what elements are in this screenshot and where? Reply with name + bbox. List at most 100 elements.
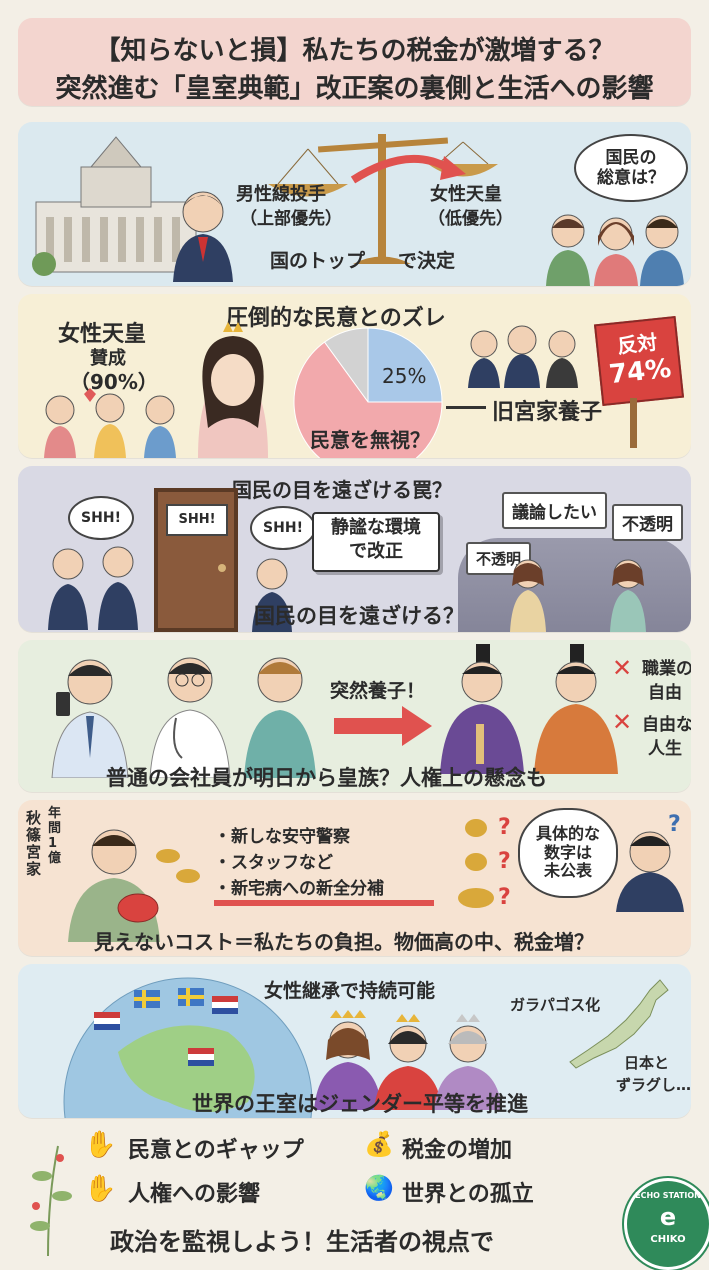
cost-item-1: ・新しな安守警察 <box>214 827 350 847</box>
summary-item-isolation: 世界との孤立 <box>402 1182 534 1207</box>
panel-world-royalty: 女性継承で持続可能 ガラパゴス化 日本と ずラグし… 世界の王室はジェンダー平等… <box>18 964 691 1118</box>
quiet-environment-box: 静謐な環境 で改正 <box>312 512 440 572</box>
leaf-branch-decoration <box>30 1145 72 1256</box>
logo-mark: e <box>659 1203 677 1231</box>
summary-section: ✋ 民意とのギャップ 💰 税金の増加 ✋ 人権への影響 🌏 世界との孤立 政治を… <box>18 1126 691 1266</box>
panel-hidden-from-public: 国民の目を遠ざける罠？ SHH! SHH! SHH! 静謐な環境 で改正 議論し… <box>18 466 691 632</box>
logo-bottom-text: CHIKO <box>650 1234 686 1245</box>
question-mark-blue: ? <box>668 812 681 837</box>
princess-figure <box>198 322 268 458</box>
echo-station-logo: ECHO STATION e CHIKO <box>624 1178 709 1270</box>
politician-figure-2 <box>616 831 684 912</box>
officials-whispering <box>48 546 138 630</box>
header-banner: 【知らないと損】私たちの税金が激増する？ 突然進む「皇室典範」改正案の裏側と生活… <box>18 18 691 106</box>
door-sign: SHH! <box>166 504 228 536</box>
lost-freedom-1-line1: 職業の <box>642 659 691 679</box>
pie-chart-icon <box>293 327 443 458</box>
japan-map <box>569 979 669 1069</box>
ordinary-workers <box>51 657 316 778</box>
header-title-line2: 突然進む「皇室典範」改正案の裏側と生活への影響 <box>55 74 654 104</box>
gap-title: 圧倒的な民意とのズレ <box>226 306 446 331</box>
panel-public-opinion-gap: 圧倒的な民意とのズレ 女性天皇 賛成 （90%） 25% 旧宮家養子 民意を無視… <box>18 294 691 458</box>
japan-gap-label-2: ずラグし… <box>616 1076 691 1094</box>
politician-figure <box>173 191 233 282</box>
vertical-label-family: 秋篠宮家 <box>26 809 42 878</box>
panel-human-rights: 突然養子！ ✕ 職業の 自由 ✕ 自由な 人生 普通の会社員が明日から皇族？人権… <box>18 640 691 792</box>
cross-mark-2: ✕ <box>612 708 633 736</box>
right-pan-label-2: （低優先） <box>428 209 513 229</box>
quiet-label-1: 静謐な環境 <box>331 517 421 538</box>
imperial-robed-figures <box>440 644 618 774</box>
left-pan-label-1: 男性線投手 <box>236 184 326 205</box>
header-title-line1: 【知らないと損】私たちの税金が激増する？ <box>94 36 615 66</box>
pie-percentage-label: 25% <box>382 364 427 388</box>
japan-gap-label-1: 日本と <box>624 1054 670 1072</box>
panel-hidden-cost: 秋篠宮家 年間1億 ・新しな安守警察 ・スタッフなど ・新宅病への新全分補 ? … <box>18 800 691 956</box>
svg-text:?: ? <box>498 885 511 910</box>
summary-item-rights: 人権への影響 <box>128 1182 261 1207</box>
european-flags <box>94 988 238 1066</box>
protest-sign-discuss: 議論したい <box>502 492 607 529</box>
diet-building-icon <box>32 136 197 276</box>
right-pan-label-1: 女性天皇 <box>430 184 502 205</box>
vertical-label-annual: 年間1億 <box>48 806 62 866</box>
cost-item-2: ・スタッフなど <box>214 853 333 873</box>
lost-freedom-2-line1: 自由な <box>642 715 691 735</box>
lost-freedom-2-line2: 人生 <box>648 739 682 759</box>
worried-man-with-purse <box>68 829 160 942</box>
summary-item-gap: 民意とのギャップ <box>128 1138 304 1163</box>
panel-decision-at-top: 男性線投手 （上部優先） 女性天皇 （低優先） 国のトップ で決定 国民の 総意… <box>18 122 691 286</box>
summary-item-tax: 税金の増加 <box>402 1138 513 1163</box>
call-to-action: 政治を監視しよう！生活者の視点で <box>110 1228 494 1256</box>
adoption-arrow-label: 突然養子！ <box>330 680 426 702</box>
cost-item-3: ・新宅病への新全分補 <box>214 879 384 899</box>
whispering-official <box>252 558 292 632</box>
left-pan-label-2: （上部優先） <box>240 209 342 229</box>
support-label-2: 賛成 <box>90 348 126 369</box>
pie-slice-adoption <box>367 327 443 403</box>
quiet-label-2: で改正 <box>349 541 403 562</box>
ignore-public-label: 民意を無視？ <box>310 428 430 452</box>
galapagos-label: ガラパゴス化 <box>510 996 601 1014</box>
world-bottom-label: 世界の王室はジェンダー平等を推進 <box>192 1092 528 1116</box>
sustainable-label: 女性継承で持続可能 <box>264 980 436 1002</box>
undisclosed-bubble: 具体的な 数字は 未公表 <box>518 808 618 898</box>
pie-slice-public <box>293 341 443 458</box>
globe-icon-small: 🌏 <box>364 1174 394 1202</box>
pie-label-line <box>446 406 486 409</box>
sign-pole <box>630 398 637 448</box>
lost-freedom-1-line2: 自由 <box>648 683 682 703</box>
svg-text:?: ? <box>498 815 511 840</box>
human-rights-bottom-label: 普通の会社員が明日から皇族？人権上の懸念も <box>106 766 547 790</box>
decision-label-left: 国のトップ <box>270 250 366 272</box>
oppose-sign: 反対 74% <box>593 315 685 407</box>
door-knob <box>218 564 226 572</box>
protesting-women <box>510 559 646 632</box>
happy-citizens <box>44 388 176 458</box>
cross-mark-1: ✕ <box>612 654 633 682</box>
citizens-group <box>546 214 684 286</box>
coin-icon <box>156 849 200 883</box>
public-consensus-bubble: 国民の 総意は？ <box>574 134 688 202</box>
hand-icon: ✋ <box>84 1130 117 1160</box>
shh-bubble-2: SHH! <box>250 506 316 550</box>
former-royal-men <box>468 325 578 388</box>
queens-figures <box>314 1010 502 1110</box>
decision-label-right: で決定 <box>398 250 456 272</box>
protest-sign-opaque-right: 不透明 <box>612 504 683 541</box>
hand-icon-2: ✋ <box>84 1174 117 1204</box>
arrow-icon <box>334 706 432 746</box>
money-bag-icon: 💰 <box>364 1130 394 1158</box>
arrow-icon <box>350 154 466 184</box>
trap-title: 国民の目を遠ざける罠？ <box>232 478 452 502</box>
shh-bubble-1: SHH! <box>68 496 134 540</box>
coins-and-questions: ? ? ? <box>458 815 511 910</box>
hidden-cost-bottom-label: 見えないコスト＝私たちの負担。物価高の中、税金増？ <box>94 930 594 954</box>
cost-arrow <box>214 900 434 906</box>
support-label-3: （90%） <box>70 370 158 394</box>
pie-label-adoption: 旧宮家養子 <box>492 400 603 425</box>
hidden-bottom-label: 国民の目を遠ざける？ <box>254 604 464 628</box>
support-label-1: 女性天皇 <box>58 322 147 347</box>
svg-text:?: ? <box>498 849 511 874</box>
logo-top-text: ECHO STATION <box>635 1191 701 1200</box>
